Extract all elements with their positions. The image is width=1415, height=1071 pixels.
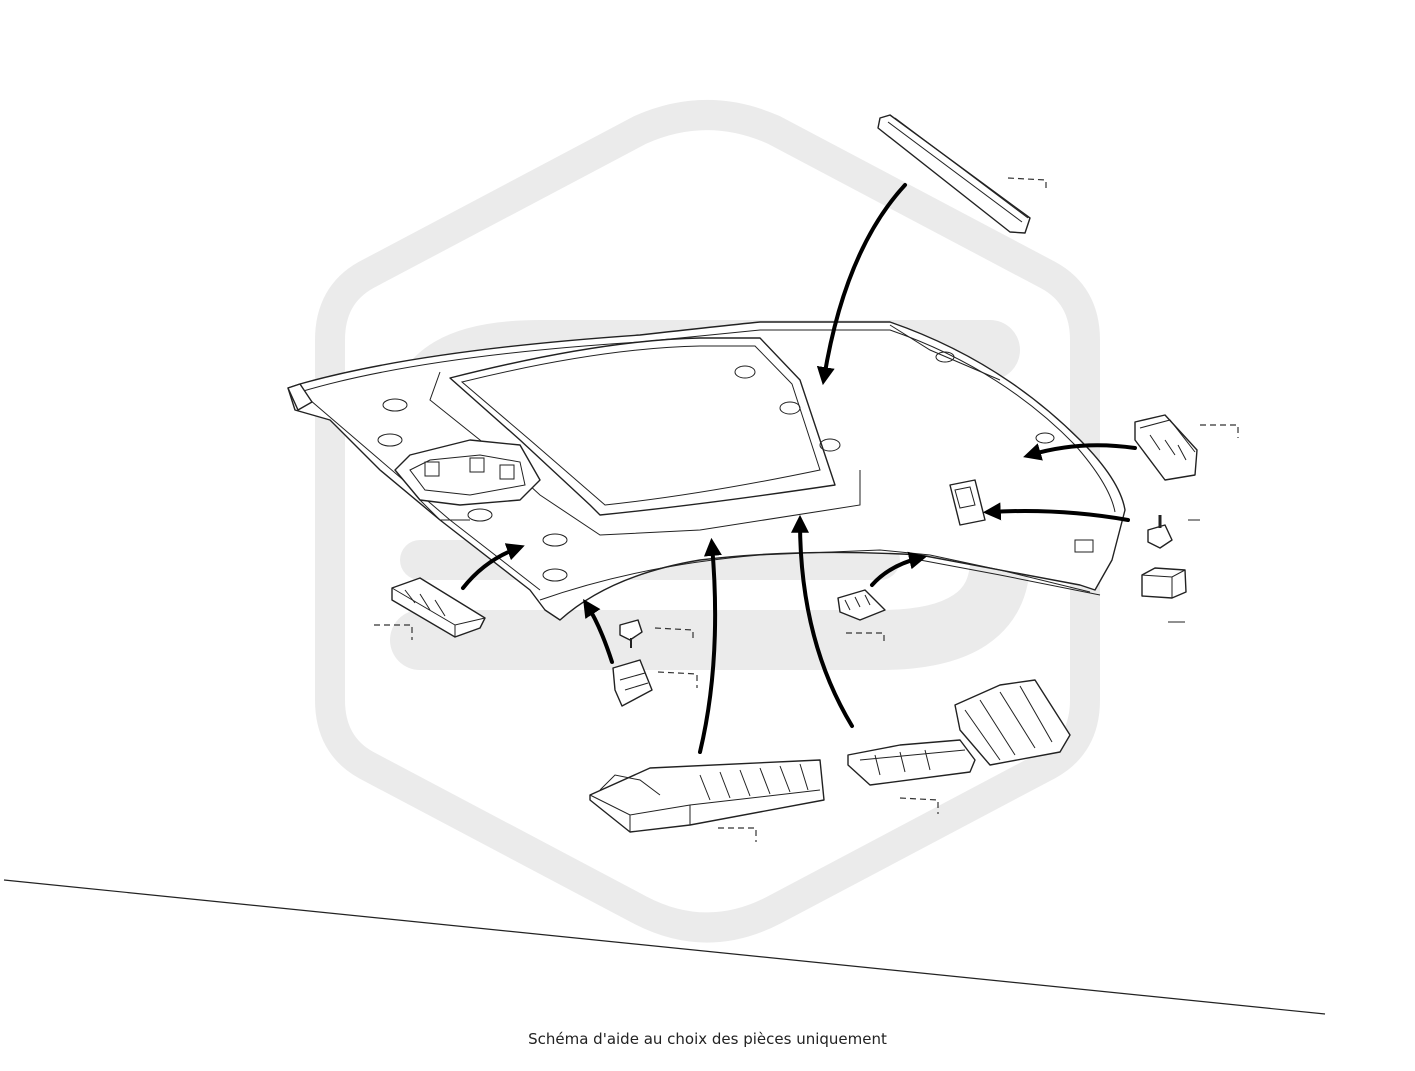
- mounting-bracket-left: [612, 659, 698, 707]
- foam-block-right: [1134, 414, 1239, 481]
- ground-line: [3, 879, 1326, 1015]
- clip-bracket-center: [837, 589, 886, 645]
- energy-absorber-left: [374, 577, 486, 640]
- callout-arrows: [461, 183, 1137, 754]
- roof-rail-part: [877, 114, 1047, 234]
- energy-absorber-rear: [847, 679, 1071, 814]
- energy-absorber-front: [589, 759, 825, 842]
- headliner-panel: [287, 321, 1126, 621]
- foam-pad-right: [1141, 567, 1187, 623]
- push-clip-center: [619, 619, 694, 648]
- push-clip-right: [1147, 515, 1200, 549]
- diagram-caption: Schéma d'aide au choix des pièces unique…: [528, 1030, 887, 1048]
